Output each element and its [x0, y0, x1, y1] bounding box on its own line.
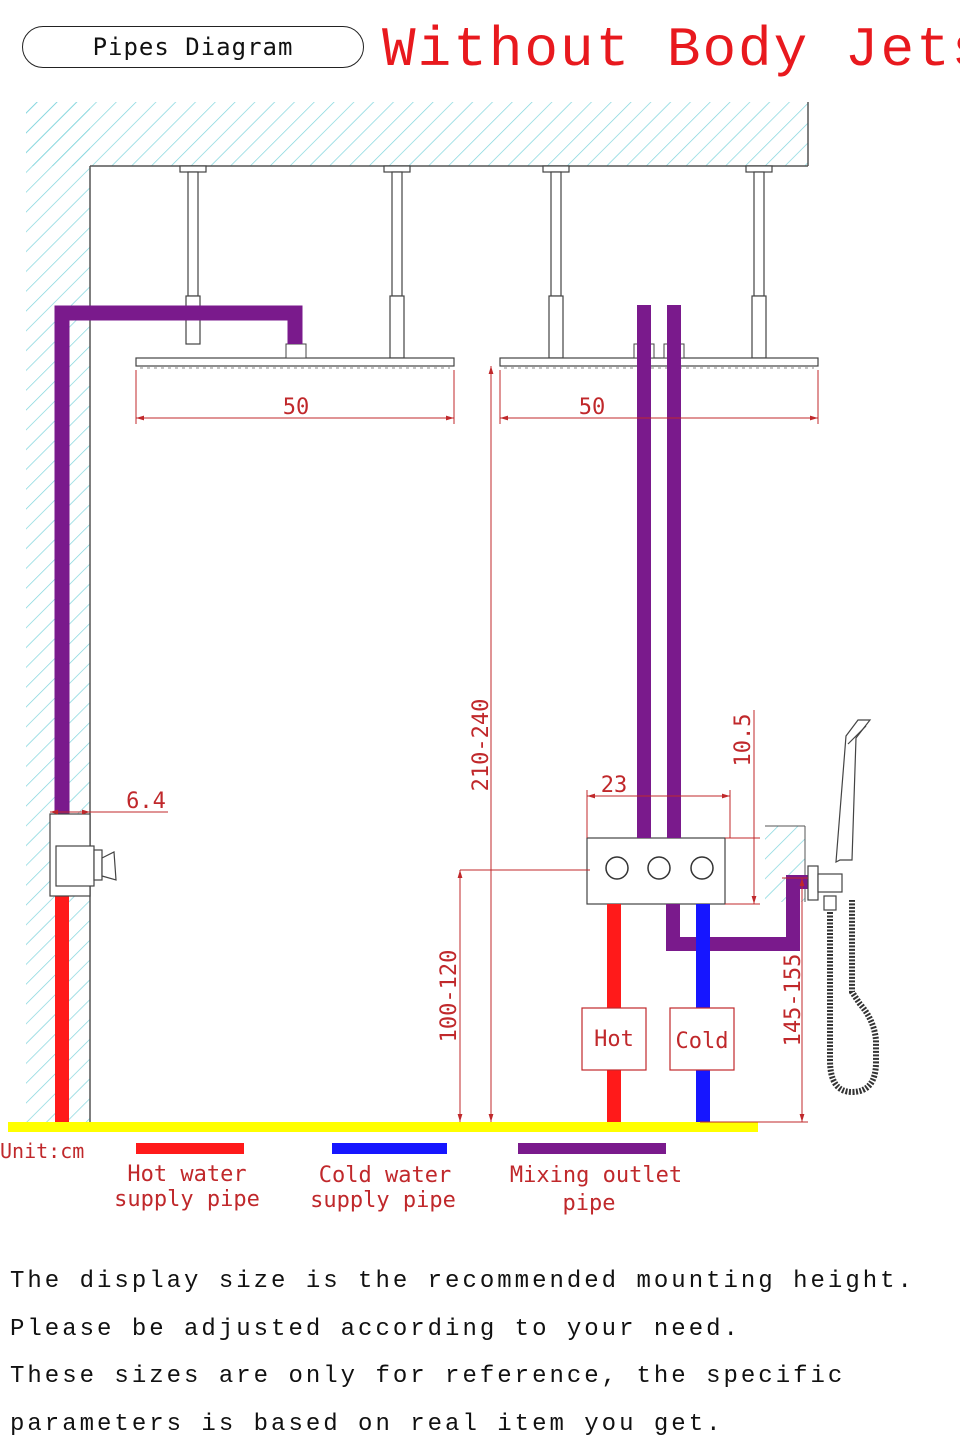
- note-line: These sizes are only for reference, the …: [10, 1353, 955, 1401]
- shower-head-right: [500, 344, 818, 368]
- thermostatic-valve: [587, 838, 725, 904]
- right-head-width-label: 50: [579, 395, 606, 420]
- valve-width-label: 23: [601, 773, 628, 798]
- legend-hot-line1: Hot water: [127, 1162, 246, 1187]
- legend-mixing-outlet: Mixing outlet pipe: [510, 1143, 682, 1216]
- handheld-height-label: 145-155: [781, 954, 806, 1047]
- unit-label: Unit:cm: [0, 1139, 84, 1163]
- valve-knob-left: [606, 857, 628, 879]
- wall-structure: [26, 102, 808, 1122]
- shower-head-left: [136, 344, 454, 368]
- legend-hot-line2: supply pipe: [114, 1187, 260, 1212]
- left-mixer-valve: [50, 814, 116, 896]
- note-line: The display size is the recommended moun…: [10, 1258, 955, 1306]
- note-line: Please be adjusted according to your nee…: [10, 1306, 955, 1354]
- hand-shower: [808, 720, 876, 1092]
- legend-cold-water: Cold water supply pipe: [310, 1143, 456, 1213]
- cold-box-label: Cold: [676, 1029, 729, 1054]
- valve-knob-middle: [648, 857, 670, 879]
- legend-cold-line2: supply pipe: [310, 1188, 456, 1213]
- valve-top-label: 10.5: [731, 714, 756, 767]
- valve-knob-right: [691, 857, 713, 879]
- left-head-width-label: 50: [283, 395, 310, 420]
- legend-mixing-line2: pipe: [563, 1191, 616, 1216]
- legend-mixing-line1: Mixing outlet: [510, 1163, 682, 1188]
- hot-box-label: Hot: [594, 1027, 634, 1052]
- wall-offset-label: 6.4: [126, 789, 166, 814]
- legend-cold-line1: Cold water: [319, 1163, 451, 1188]
- head-height-label: 210-240: [469, 699, 494, 792]
- ceiling-arms: [180, 166, 772, 358]
- note-line: parameters is based on real item you get…: [10, 1401, 955, 1448]
- legend: Hot water supply pipe Cold water supply …: [114, 1143, 682, 1216]
- valve-height-label: 100-120: [437, 950, 462, 1043]
- floor-line: [8, 1122, 758, 1132]
- notes: The display size is the recommended moun…: [10, 1258, 955, 1448]
- left-mixing-pipe: [62, 313, 295, 846]
- legend-hot-water: Hot water supply pipe: [114, 1143, 260, 1212]
- ceiling-hatch: [26, 102, 808, 166]
